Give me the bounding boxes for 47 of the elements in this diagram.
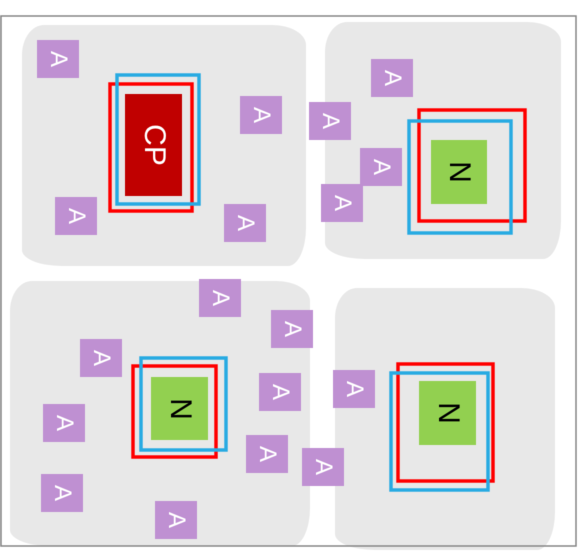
letter-tile — [302, 448, 344, 486]
tile-label: A — [231, 215, 259, 231]
tile-label: A — [44, 51, 72, 67]
letter-tile — [240, 96, 282, 134]
tile-label: A — [50, 415, 78, 431]
letter-tile — [431, 140, 487, 204]
letter-tile — [419, 381, 476, 445]
tile-label: A — [87, 350, 115, 366]
letter-tile — [80, 339, 122, 377]
letter-tile — [321, 184, 363, 222]
tile-label: A — [62, 208, 90, 224]
tile-label: A — [309, 459, 337, 475]
zone-background — [10, 281, 310, 546]
letter-tile — [55, 197, 97, 235]
tile-label: A — [266, 384, 294, 400]
tile-label: A — [247, 107, 275, 123]
tile-label: A — [316, 113, 344, 129]
letter-tile — [360, 148, 402, 186]
zone-background — [335, 288, 555, 550]
letter-tile — [37, 40, 79, 78]
letter-tile — [151, 377, 208, 440]
letter-tile — [309, 102, 351, 140]
letter-tile — [125, 94, 182, 196]
letter-tile — [333, 370, 375, 408]
letter-tile — [41, 474, 83, 512]
letter-tile — [43, 404, 85, 442]
tile-label: A — [340, 381, 368, 397]
letter-tile — [155, 501, 197, 539]
letter-tile — [246, 435, 288, 473]
letter-tile — [371, 59, 413, 97]
tile-label: N — [442, 161, 476, 183]
tile-label: A — [328, 195, 356, 211]
letter-tile — [199, 279, 241, 317]
tile-label: A — [367, 159, 395, 175]
tile-label: A — [278, 321, 306, 337]
tile-label: A — [253, 446, 281, 462]
tile-label: A — [162, 512, 190, 528]
tile-label: A — [378, 70, 406, 86]
letter-tile — [271, 310, 313, 348]
tile-label: N — [430, 402, 464, 424]
tile-label: CP — [136, 124, 170, 166]
letter-tile — [259, 373, 301, 411]
zone-background — [22, 25, 306, 266]
tile-label: N — [162, 398, 196, 420]
tile-label: A — [206, 290, 234, 306]
tile-label: A — [48, 485, 76, 501]
letter-tile — [224, 204, 266, 242]
